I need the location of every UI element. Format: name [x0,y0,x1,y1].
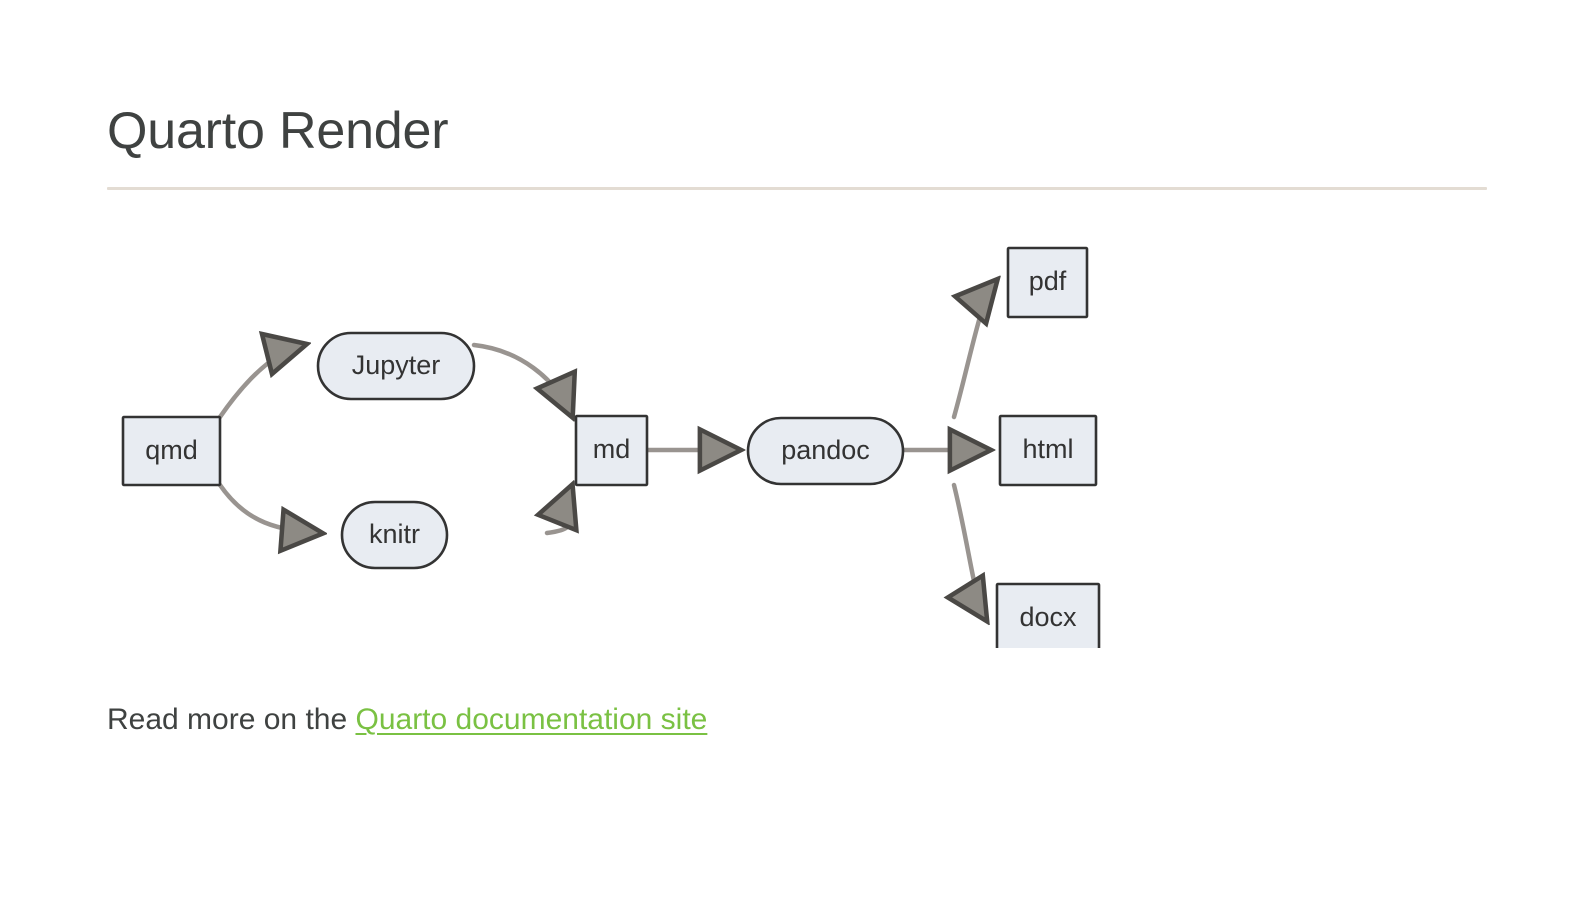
node-md-label: md [593,434,631,464]
node-qmd-shape [121,415,222,487]
node-qmd-label: qmd [145,435,198,465]
node-html-label: html [1022,434,1073,464]
node-docx-shape [995,582,1101,648]
node-pandoc-shape [746,416,905,486]
node-pdf[interactable]: pdf [1006,246,1089,319]
node-docx[interactable]: docx [995,582,1101,648]
node-pdf-shape [1006,246,1089,319]
edge-pandoc-to-docx [954,482,985,618]
read-more-lead-text: Read more on the [107,703,356,736]
quarto-render-flowchart: qmd Jupyter knitr md pandoc [107,228,1127,648]
node-jupyter-shape [316,331,476,401]
node-html[interactable]: html [998,414,1098,487]
node-md[interactable]: md [574,414,649,487]
node-qmd[interactable]: qmd [121,415,222,487]
node-knitr-label: knitr [369,519,420,549]
title-divider [107,187,1487,191]
edge-knitr-to-md [547,488,571,536]
node-docx-label: docx [1019,602,1077,632]
title-block: Quarto Render [107,102,1487,191]
edge-qmd-to-jupyter [217,345,303,420]
edge-qmd-to-knitr [217,482,319,533]
edge-jupyter-to-md [471,342,571,414]
node-jupyter-label: Jupyter [352,350,441,380]
node-pdf-label: pdf [1029,266,1067,296]
edge-group [217,282,995,618]
node-pandoc-label: pandoc [781,435,870,465]
quarto-documentation-link[interactable]: Quarto documentation site [355,703,708,736]
node-knitr-shape [340,500,449,570]
edge-pandoc-to-pdf [954,282,995,420]
node-knitr[interactable]: knitr [340,500,449,570]
node-jupyter[interactable]: Jupyter [316,331,476,401]
page-title: Quarto Render [107,102,449,160]
node-html-shape [998,414,1098,487]
node-pandoc[interactable]: pandoc [746,416,905,486]
flowchart-svg: qmd Jupyter knitr md pandoc [121,246,1101,648]
node-md-shape [574,414,649,487]
read-more-paragraph: Read more on the Quarto documentation si… [107,698,707,742]
